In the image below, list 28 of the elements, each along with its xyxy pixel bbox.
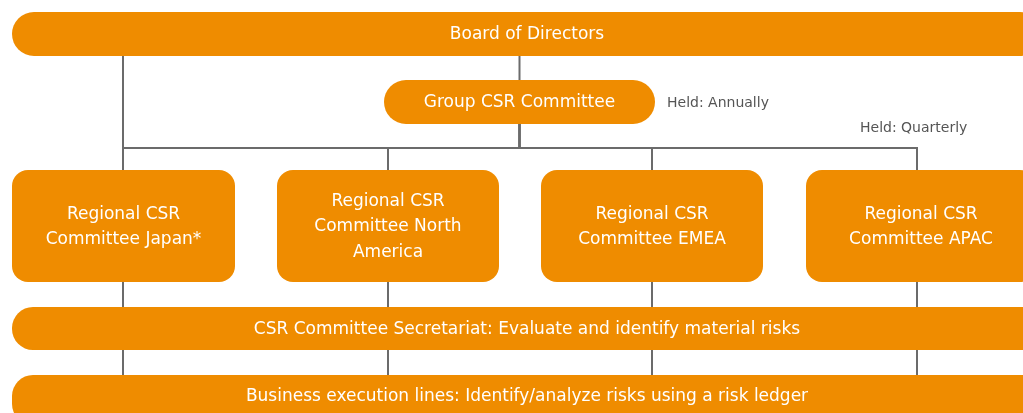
node-label: Regional CSR Committee Japan* (44, 201, 203, 250)
org-band (12, 12, 1023, 56)
committee-box (384, 80, 655, 124)
node-label: Regional CSR Committee EMEA (577, 201, 727, 250)
connector-line (651, 281, 653, 308)
committee-box (277, 170, 499, 282)
connector-line (916, 349, 918, 376)
node-label: Regional CSR Committee North America (313, 188, 463, 263)
node-label: CSR Committee Secretariat: Evaluate and identify material risks (253, 316, 801, 340)
connector-line (916, 281, 918, 308)
frequency-note: Held: Annually (667, 94, 769, 110)
connector-line (387, 349, 389, 376)
node-label: Business execution lines: Identify/analyze risks using a risk ledger (245, 384, 809, 407)
node-label: Board of Directors (449, 22, 605, 46)
connector-line (122, 349, 124, 376)
org-band (12, 307, 1023, 350)
connector-line (518, 55, 521, 81)
node-label: Regional CSR Committee APAC (848, 201, 994, 250)
connector-line (518, 123, 918, 171)
org-band (12, 375, 1023, 413)
committee-box (541, 170, 763, 282)
committee-box (12, 170, 235, 282)
connector-line (387, 281, 389, 308)
connector-line (651, 349, 653, 376)
connector-line (122, 281, 124, 308)
committee-box (806, 170, 1023, 282)
node-label: Group CSR Committee (423, 90, 616, 114)
frequency-note: Held: Quarterly (860, 119, 968, 135)
